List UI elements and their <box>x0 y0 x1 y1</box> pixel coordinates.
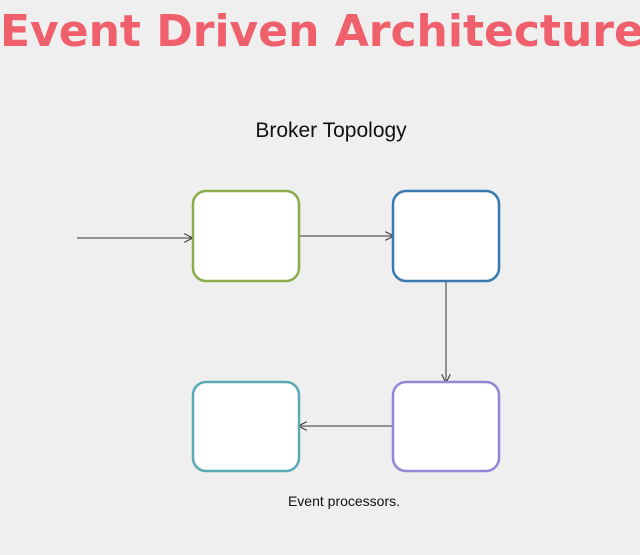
diagram-caption: Event processors. <box>287 493 401 509</box>
event-processor-box-2 <box>191 380 301 473</box>
page-title: Event Driven Architecture <box>0 6 640 57</box>
diagram-title: Broker Topology <box>255 119 407 142</box>
event-box-1 <box>191 189 301 283</box>
event-processor-box-1 <box>391 380 501 473</box>
event-box-2 <box>391 189 501 283</box>
